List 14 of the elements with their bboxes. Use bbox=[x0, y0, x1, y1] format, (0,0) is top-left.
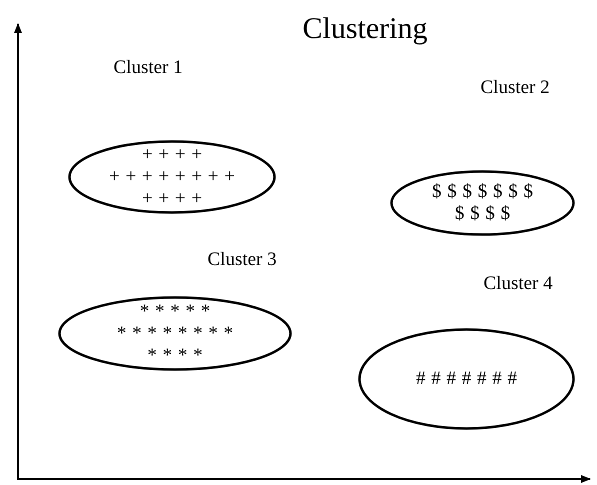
symbol-row: * * * * * bbox=[140, 300, 210, 322]
symbol-row: + + + + + + + + bbox=[109, 166, 235, 188]
diagram-title: Clustering bbox=[302, 12, 428, 46]
symbol-row: * * * * * * * * bbox=[116, 322, 234, 344]
cluster-label: Cluster 4 bbox=[484, 273, 553, 295]
symbol-row: $ $ $ $ bbox=[454, 203, 510, 225]
cluster-label: Cluster 3 bbox=[208, 249, 277, 271]
symbol-row: * * * * bbox=[147, 344, 203, 366]
cluster-label: Cluster 2 bbox=[480, 77, 550, 99]
cluster-label: Cluster 1 bbox=[114, 57, 183, 79]
symbol-row: + + + + bbox=[142, 144, 202, 166]
symbol-row: # # # # # # # bbox=[416, 368, 517, 390]
symbol-row: $ $ $ $ $ $ $ bbox=[432, 181, 533, 203]
symbol-row: + + + + bbox=[142, 188, 202, 210]
